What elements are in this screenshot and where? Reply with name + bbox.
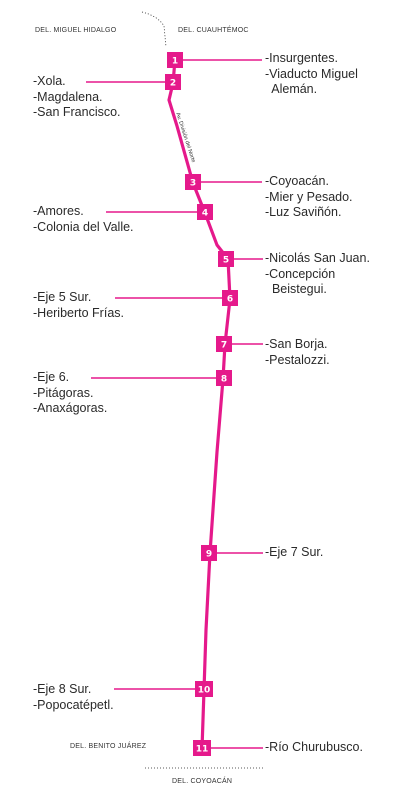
station-label-line: -Viaducto Miguel: [265, 66, 358, 81]
station-label-11: -Río Churubusco.: [265, 740, 363, 756]
station-label-line: -Popocatépetl.: [33, 697, 114, 712]
station-label-6: -Eje 5 Sur. -Heriberto Frías.: [33, 290, 124, 321]
station-label-line: -Concepción: [265, 266, 336, 281]
station-label-2: -Xola. -Magdalena. -San Francisco.: [33, 74, 121, 121]
station-label-line: -Amores.: [33, 204, 84, 218]
station-label-line: -Luz Saviñón.: [265, 205, 342, 219]
station-marker-1[interactable]: [167, 52, 183, 68]
station-marker-11[interactable]: [193, 740, 211, 756]
station-label-8: -Eje 6. -Pitágoras. -Anaxágoras.: [33, 370, 107, 417]
station-marker-6[interactable]: [222, 290, 238, 306]
station-label-line: Alemán.: [265, 82, 318, 96]
station-number-7: 7: [221, 341, 227, 351]
station-label-line: Beistegui.: [265, 282, 327, 296]
station-number-2: 2: [170, 79, 176, 89]
station-number-3: 3: [190, 179, 196, 189]
station-label-4: -Amores. -Colonia del Valle.: [33, 204, 134, 235]
district-label-coyoacan: DEL. COYOACÁN: [172, 778, 233, 785]
station-number-8: 8: [221, 375, 227, 385]
station-label-7: -San Borja. -Pestalozzi.: [265, 337, 330, 368]
station-label-line: -Pestalozzi.: [265, 352, 330, 367]
station-label-3: -Coyoacán. -Mier y Pesado. -Luz Saviñón.: [265, 174, 353, 221]
station-label-line: -Pitágoras.: [33, 385, 94, 400]
district-label-cuauhtemoc: DEL. CUAUHTÉMOC: [178, 27, 249, 34]
station-label-line: -Anaxágoras.: [33, 401, 108, 415]
route-line: [167, 58, 232, 751]
station-marker-2[interactable]: [165, 74, 181, 90]
station-label-line: -Eje 5 Sur.: [33, 290, 92, 304]
station-label-5: -Nicolás San Juan. -Concepción Beistegui…: [265, 251, 370, 298]
station-label-line: -Coyoacán.: [265, 174, 329, 188]
station-label-line: -Eje 8 Sur.: [33, 682, 92, 696]
district-label-miguel-hidalgo: DEL. MIGUEL HIDALGO: [35, 27, 117, 34]
station-label-line: -San Borja.: [265, 337, 328, 351]
station-label-9: -Eje 7 Sur.: [265, 545, 323, 561]
station-label-line: -Heriberto Frías.: [33, 305, 124, 320]
station-label-line: -Xola.: [33, 74, 66, 88]
station-label-line: -Nicolás San Juan.: [265, 251, 370, 265]
station-label-line: -Magdalena.: [33, 89, 103, 104]
station-marker-10[interactable]: [195, 681, 213, 697]
station-label-line: -San Francisco.: [33, 105, 121, 119]
station-marker-9[interactable]: [201, 545, 217, 561]
station-marker-7[interactable]: [216, 336, 232, 352]
station-number-5: 5: [223, 256, 229, 266]
station-number-4: 4: [202, 209, 208, 219]
station-label-line: -Mier y Pesado.: [265, 189, 353, 204]
station-label-line: -Río Churubusco.: [265, 740, 363, 754]
station-label-line: -Eje 7 Sur.: [265, 545, 324, 559]
station-label-line: -Eje 6.: [33, 370, 70, 384]
station-number-9: 9: [206, 550, 212, 560]
station-marker-5[interactable]: [218, 251, 234, 267]
station-number-6: 6: [227, 295, 233, 305]
station-number-1: 1: [172, 57, 178, 67]
station-label-1: -Insurgentes. -Viaducto Miguel Alemán.: [265, 51, 358, 98]
station-number-10: 10: [198, 686, 211, 696]
station-marker-3[interactable]: [185, 174, 201, 190]
district-label-benito-juarez: DEL. BENITO JUÁREZ: [70, 743, 147, 750]
station-label-line: -Colonia del Valle.: [33, 219, 134, 234]
station-label-line: -Insurgentes.: [265, 51, 338, 65]
station-label-10: -Eje 8 Sur. -Popocatépetl.: [33, 682, 114, 713]
district-boundary-top: [141, 11, 167, 48]
station-marker-4[interactable]: [197, 204, 213, 220]
station-number-11: 11: [196, 745, 209, 755]
station-marker-8[interactable]: [216, 370, 232, 386]
